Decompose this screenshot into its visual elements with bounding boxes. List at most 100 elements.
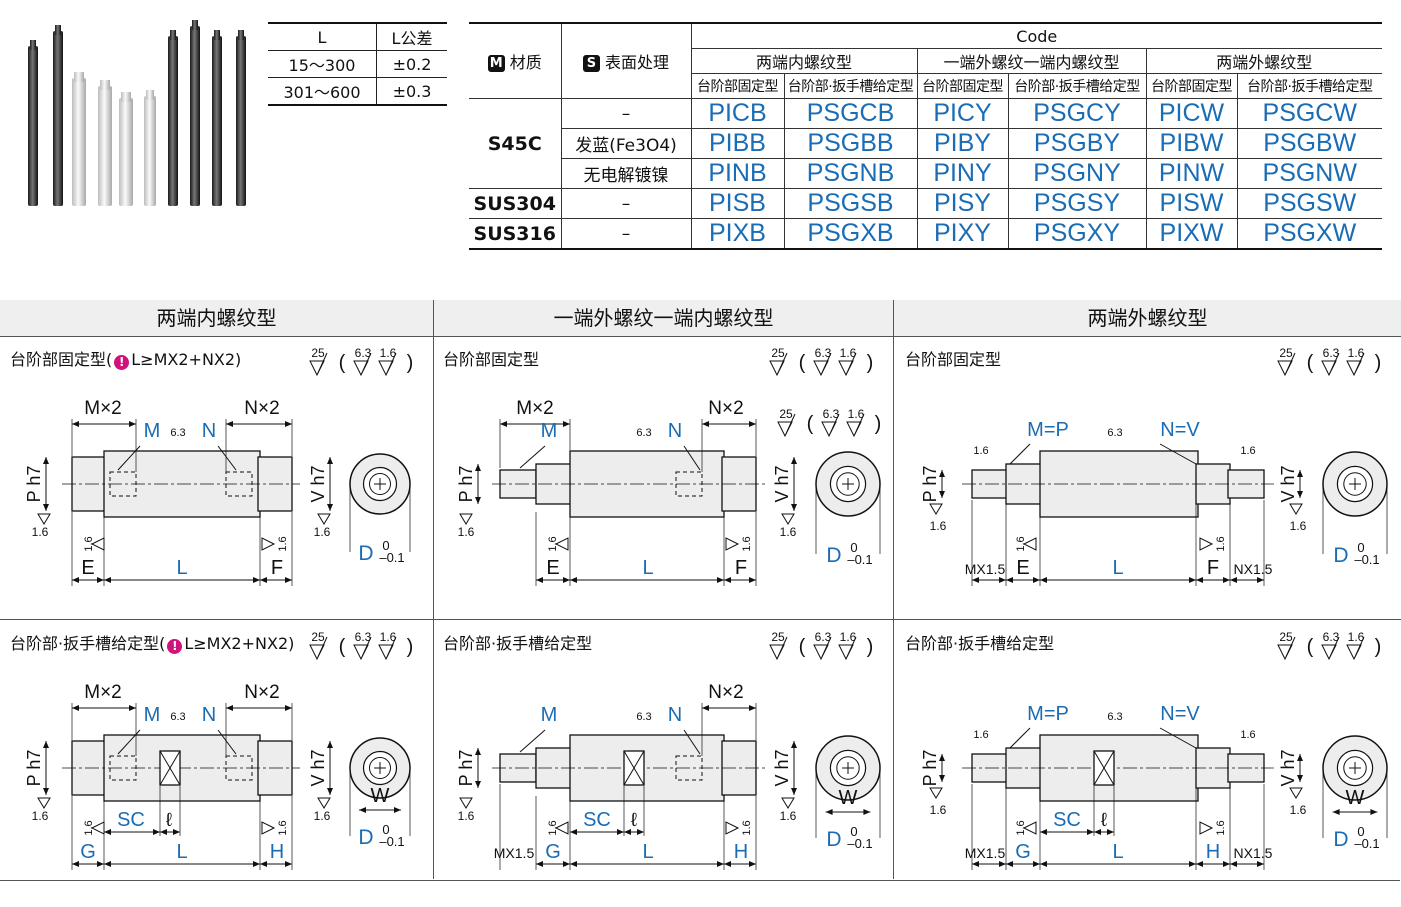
roughness-symbol: 6.3 <box>1107 711 1122 723</box>
end-view-circle <box>836 756 860 780</box>
code-cell[interactable]: PISB <box>690 188 785 219</box>
roughness-symbol: 6.3 <box>636 427 651 439</box>
code-cell[interactable]: PIXY <box>916 218 1009 250</box>
arrowhead <box>1230 577 1237 583</box>
arrowhead <box>1006 861 1013 867</box>
code-cell[interactable]: PSGCB <box>783 98 918 129</box>
roughness-symbol: 6.3 <box>355 346 372 360</box>
code-cell[interactable]: PSGXY <box>1007 218 1147 250</box>
arrowhead <box>1033 861 1040 867</box>
roughness-symbol <box>1199 537 1214 551</box>
arrowhead <box>825 809 833 815</box>
arrowhead <box>717 577 724 583</box>
roughness-symbol: 25 <box>311 346 325 360</box>
arrowhead <box>1257 861 1264 867</box>
roughness-symbol <box>781 513 795 525</box>
code-cell[interactable]: PISY <box>916 188 1009 219</box>
roughness-symbol <box>261 821 276 835</box>
code-cell[interactable]: PICY <box>916 98 1009 129</box>
leader-line <box>519 445 546 469</box>
roughness-symbol: ( <box>807 413 814 435</box>
arrowhead <box>359 807 366 813</box>
dimension-label: MX1.5 <box>965 561 1006 577</box>
code-cell[interactable]: PIBW <box>1145 128 1238 159</box>
arrowhead <box>1230 861 1237 867</box>
roughness-symbol: 1.6 <box>1348 346 1365 360</box>
arrowhead <box>1033 577 1040 583</box>
code-cell[interactable]: PSGSW <box>1236 188 1382 219</box>
step-diameter-label: V h7 <box>1278 465 1298 502</box>
material-cell: S45C <box>469 98 562 189</box>
arrowhead <box>999 861 1006 867</box>
wrench-flat <box>159 750 181 786</box>
code-cell[interactable]: PSGSB <box>783 188 918 219</box>
code-cell[interactable]: PICB <box>690 98 785 129</box>
subtype-title: 台阶部固定型(!L≥MX2+NX2) <box>10 350 242 370</box>
roughness-symbol <box>261 537 276 551</box>
roughness-symbol: ) <box>1375 636 1382 658</box>
arrowhead <box>253 577 260 583</box>
arrowhead <box>1223 861 1230 867</box>
code-cell[interactable]: PIXW <box>1145 218 1238 250</box>
roughness-symbol: 1.6 <box>840 346 857 360</box>
thread-size-label: N=V <box>1160 703 1200 725</box>
subtype-title: 台阶部固定型 <box>905 350 1002 369</box>
roughness-symbol <box>813 636 832 661</box>
code-cell[interactable]: PSGNW <box>1236 158 1382 189</box>
leader-line <box>117 445 141 471</box>
subtype-title: 台阶部·扳手槽给定型(!L≥MX2+NX2) <box>10 634 295 654</box>
roughness-symbol: 1.6 <box>930 803 947 817</box>
code-cell[interactable]: PSGBW <box>1236 128 1382 159</box>
roughness-symbol <box>459 797 473 809</box>
code-cell[interactable]: PISW <box>1145 188 1238 219</box>
end-view-circle <box>1343 472 1367 496</box>
arrowhead <box>563 861 570 867</box>
leader-line <box>683 445 701 471</box>
roughness-symbol: 25 <box>311 630 325 644</box>
subtype-header: 台阶部·扳手槽给定型 <box>1236 73 1382 99</box>
surface-cell: – <box>560 188 692 219</box>
code-cell[interactable]: PINB <box>690 158 785 189</box>
end-view-circle <box>369 757 391 779</box>
roughness-symbol <box>317 797 331 809</box>
roughness-symbol <box>725 821 740 835</box>
thread-size-label: M <box>144 420 161 442</box>
arrowhead <box>999 577 1006 583</box>
code-cell[interactable]: PIBY <box>916 128 1009 159</box>
tolerance-label: –0.1 <box>1354 836 1379 851</box>
length-label: L <box>1112 557 1123 579</box>
step-diameter-label: P h7 <box>24 466 44 503</box>
roughness-symbol: 1.6 <box>848 407 865 421</box>
leader-line <box>1009 443 1031 465</box>
step-diameter-label: P h7 <box>24 750 44 787</box>
roughness-symbol: 1.6 <box>83 820 95 835</box>
roughness-symbol <box>90 821 105 835</box>
code-cell[interactable]: PINY <box>916 158 1009 189</box>
roughness-symbol <box>1277 636 1296 661</box>
divider <box>0 619 1401 620</box>
section-title: 一端外螺纹一端内螺纹型 <box>434 300 893 337</box>
code-cell[interactable]: PSGBY <box>1007 128 1147 159</box>
roughness-symbol: 6.3 <box>1107 427 1122 439</box>
dimension-label: G <box>80 841 96 863</box>
code-cell[interactable]: PSGCY <box>1007 98 1147 129</box>
code-cell[interactable]: PSGSY <box>1007 188 1147 219</box>
roughness-symbol: 25 <box>771 630 785 644</box>
arrowhead <box>97 577 104 583</box>
roughness-symbol: 1.6 <box>1290 803 1307 817</box>
roughness-symbol <box>1022 821 1037 835</box>
wrench-width-label: ℓ <box>166 810 172 831</box>
roughness-symbol: 1.6 <box>741 820 753 835</box>
roughness-symbol: 1.6 <box>458 525 475 539</box>
subtype-header: 台阶部·扳手槽给定型 <box>783 73 918 99</box>
arrowhead <box>717 861 724 867</box>
dimension-label: NX1.5 <box>1234 561 1273 577</box>
roughness-symbol: 1.6 <box>32 809 49 823</box>
code-cell[interactable]: PSGXW <box>1236 218 1382 250</box>
code-cell[interactable]: PIBB <box>690 128 785 159</box>
code-cell[interactable]: PSGNB <box>783 158 918 189</box>
code-cell[interactable]: PIXB <box>690 218 785 250</box>
diameter-label: D <box>358 542 373 565</box>
end-view-circle <box>369 473 391 495</box>
